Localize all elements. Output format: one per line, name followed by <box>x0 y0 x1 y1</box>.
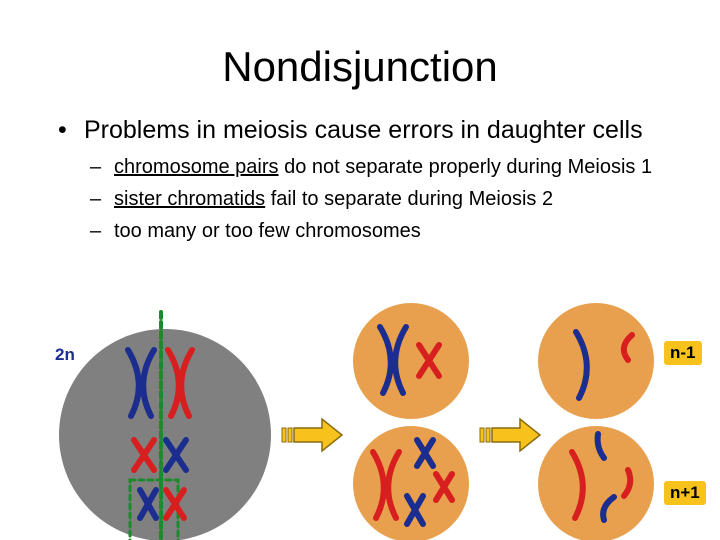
sub-bullet-2: – sister chromatids fail to separate dur… <box>58 186 674 212</box>
nondisjunction-box <box>128 478 180 540</box>
term-sister-chromatids: sister chromatids <box>114 188 266 210</box>
red-chromatid <box>621 467 634 499</box>
sub-bullet-1: – chromosome pairs do not separate prope… <box>58 154 674 180</box>
blue-chromosome-large <box>125 347 157 419</box>
dash-marker: – <box>90 220 102 242</box>
blue-chromosome-medium <box>163 437 189 473</box>
blue-chromosome-small <box>404 493 426 527</box>
blue-chromosome-medium <box>414 437 436 469</box>
term-chromosome-pairs: chromosome pairs <box>114 156 279 178</box>
red-chromosome-small <box>433 471 455 503</box>
red-chromosome-medium <box>131 437 157 473</box>
red-chromatid <box>569 449 586 521</box>
arrow-1 <box>281 417 344 453</box>
meiosis1-cell-top <box>353 303 469 419</box>
sub-bullet-3-text: too many or too few chromosomes <box>114 220 421 242</box>
blue-chromatid <box>594 431 607 461</box>
sub-bullet-3: – too many or too few chromosomes <box>58 218 674 244</box>
red-chromosome-large <box>370 449 402 521</box>
bullet-main-text: Problems in meiosis cause errors in daug… <box>84 116 643 144</box>
sub-bullet-2-text: fail to separate during Meiosis 2 <box>265 188 554 210</box>
blue-chromosome-large <box>377 324 409 396</box>
blue-chromatid <box>573 329 590 401</box>
sub-bullet-1-text: do not separate properly during Meiosis … <box>278 156 653 178</box>
red-chromosome-medium <box>416 342 442 379</box>
arrow-2 <box>479 417 542 453</box>
bullet-main: • Problems in meiosis cause errors in da… <box>58 112 718 148</box>
meiosis2-cell-top <box>538 303 654 419</box>
dash-marker: – <box>90 188 102 210</box>
blue-chromosome-small <box>137 487 159 521</box>
tag-n-minus-1: n-1 <box>664 341 702 365</box>
bullet-marker: • <box>58 116 67 144</box>
red-chromosome-large <box>165 347 195 419</box>
parent-cell <box>59 329 271 540</box>
bullet-list: • Problems in meiosis cause errors in da… <box>58 112 718 244</box>
red-chromosome-small <box>163 487 187 521</box>
meiosis2-cell-bottom <box>538 426 654 540</box>
blue-chromatid <box>600 494 617 523</box>
slide-title: Nondisjunction <box>222 43 498 90</box>
tag-n-plus-1: n+1 <box>664 481 706 505</box>
ploidy-label-2n: 2n <box>55 345 75 364</box>
dash-marker: – <box>90 156 102 178</box>
red-chromatid <box>620 332 635 363</box>
